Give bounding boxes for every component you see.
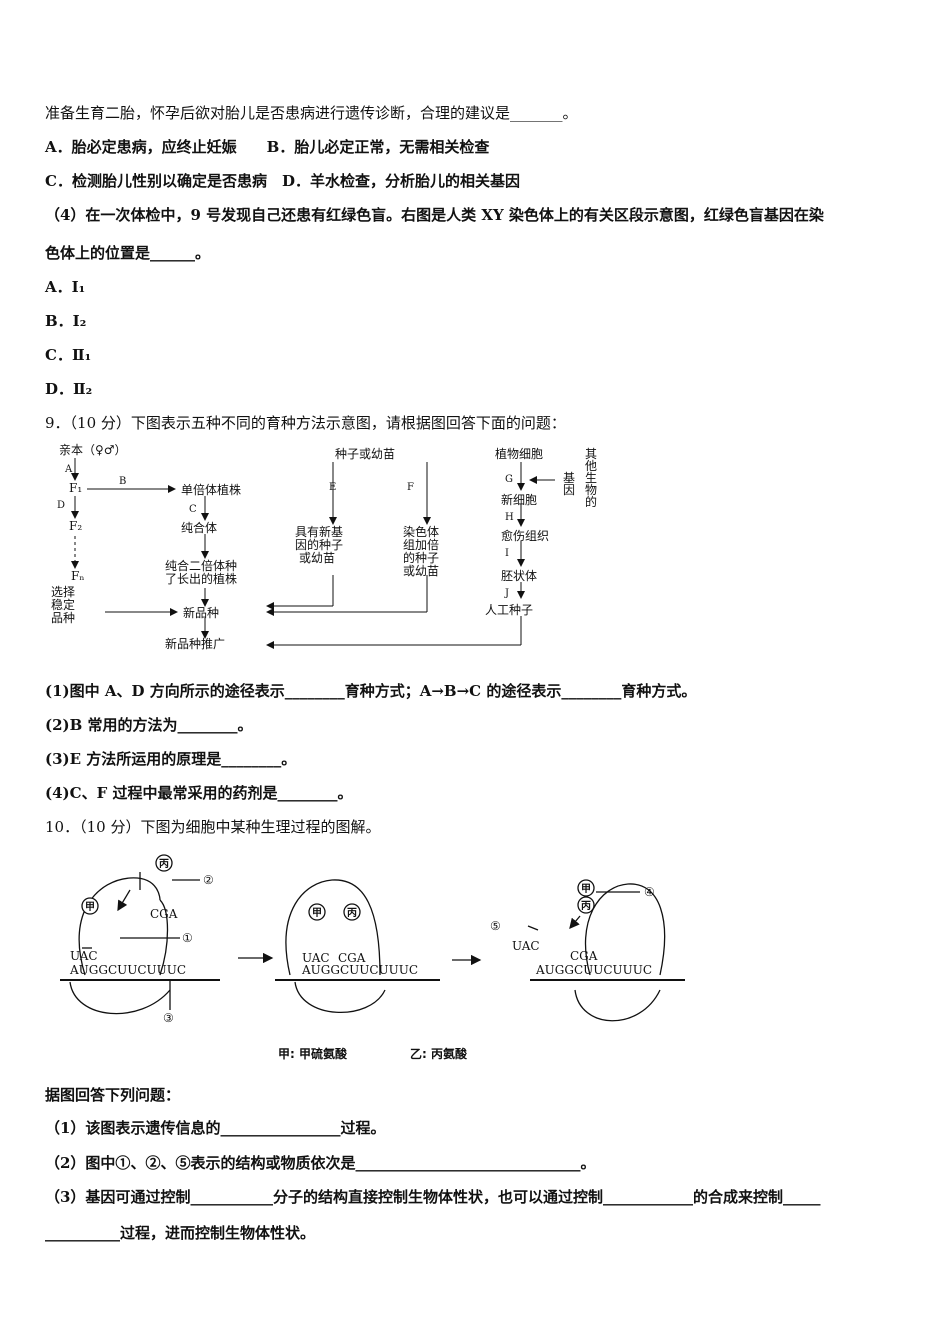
label-E: E <box>329 482 336 493</box>
jia-label-3: 甲 <box>581 883 591 895</box>
jia-circle-2 <box>308 903 326 921</box>
label-select-2: 稳定 <box>51 597 75 612</box>
anticodon-uac-2: UAC <box>302 951 330 965</box>
bing-label-1: 丙 <box>159 858 169 870</box>
anticodon-uac-3: UAC <box>512 939 540 953</box>
bing-circle-1 <box>155 854 173 872</box>
question-4-text-cont: 色体上的位置是______。 <box>45 244 211 262</box>
caption-jia: 甲: 甲硫氨酸 <box>278 1046 348 1061</box>
label-chromo-3: 的种子 <box>403 550 439 565</box>
label-new-variety: 新品种 <box>183 605 219 620</box>
label-newgene-1: 具有新基 <box>295 524 343 539</box>
question-text-line: 准备生育二胎，怀孕后欲对胎儿是否患病进行遗传诊断，合理的建议是_______。 <box>45 104 578 122</box>
label-H: H <box>505 512 514 523</box>
question-9-part-3: (3)E 方法所运用的原理是________。 <box>45 750 297 768</box>
option-c: C．Ⅱ₁ <box>45 346 92 364</box>
question-9-part-1: (1)图中 A、D 方向所示的途径表示________育种方式；A→B→C 的途… <box>45 682 697 700</box>
label-chromo-1: 染色体 <box>403 524 439 539</box>
label-homozygous: 纯合体 <box>181 520 217 535</box>
breeding-methods-diagram: 亲本（♀♂） A B F₁ D F₂ Fₙ 选择 稳定 品种 单倍体植株 C 纯… <box>51 443 597 651</box>
question-10-part-3-cont: __________过程，进而控制生物体性状。 <box>45 1224 316 1242</box>
label-seeds: 种子或幼苗 <box>335 447 395 461</box>
caption-yi: 乙: 丙氨酸 <box>410 1046 468 1061</box>
jia-label-2: 甲 <box>312 907 322 919</box>
anticodon-cga-3: CGA <box>570 949 598 963</box>
jia-circle-3 <box>577 879 595 897</box>
label-C: C <box>189 504 197 515</box>
label-diploid-1: 纯合二倍体种 <box>165 558 237 573</box>
anticodon-cga-2: CGA <box>338 951 366 965</box>
bing-label-3: 丙 <box>581 900 591 912</box>
label-F: F <box>407 482 414 493</box>
label-A: A <box>64 464 73 475</box>
question-10-intro: 据图回答下列问题： <box>45 1086 181 1104</box>
label-haploid: 单倍体植株 <box>181 482 241 497</box>
label-I: I <box>505 548 509 559</box>
label-new-cell: 新细胞 <box>501 492 537 507</box>
label-gene-2: 因 <box>563 483 575 497</box>
option-line-cd: C．检测胎儿性别以确定是否患病 D．羊水检查，分析胎儿的相关基因 <box>45 172 520 190</box>
label-gene-1: 基 <box>563 471 575 485</box>
label-plant-cell: 植物细胞 <box>495 446 543 461</box>
question-9-part-4: (4)C、F 过程中最常采用的药剂是________。 <box>45 784 353 802</box>
option-b: B．I₂ <box>45 312 87 330</box>
translation-diagram: 丙 甲 甲 丙 甲 丙 ② ① ③ ④ ⑤ CGA UAC AUGGCUUCUU… <box>60 854 685 1061</box>
bing-circle-2 <box>343 903 361 921</box>
label-other-5: 的 <box>585 494 597 509</box>
marker-2: ② <box>203 873 214 887</box>
mrna-sequence-2: AUGGCUUCUUUC <box>301 963 418 977</box>
option-line-ab: A．胎必定患病，应终止妊娠 B．胎儿必定正常，无需相关检查 <box>45 138 490 156</box>
marker-5: ⑤ <box>490 919 501 933</box>
question-10-title: 10．（10 分）下图为细胞中某种生理过程的图解。 <box>45 818 381 836</box>
question-9-part-2: (2)B 常用的方法为________。 <box>45 716 253 734</box>
label-other-3: 生 <box>585 471 597 485</box>
label-D: D <box>57 500 65 511</box>
label-newgene-2: 因的种子 <box>295 537 343 552</box>
label-callus: 愈伤组织 <box>501 528 549 543</box>
label-J: J <box>504 588 509 599</box>
label-other-1: 其 <box>585 447 597 461</box>
label-promote: 新品种推广 <box>165 636 225 651</box>
label-other-2: 他 <box>585 459 597 473</box>
label-parents: 亲本（♀♂） <box>59 443 127 457</box>
bing-label-2: 丙 <box>347 907 357 919</box>
label-F2: F₂ <box>69 519 82 533</box>
label-select-3: 品种 <box>51 611 75 625</box>
label-G: G <box>505 474 513 485</box>
jia-label-1: 甲 <box>85 901 95 913</box>
label-chromo-2: 组加倍 <box>403 537 439 552</box>
label-chromo-4: 或幼苗 <box>403 564 439 578</box>
anticodon-cga-1: CGA <box>150 907 178 921</box>
label-diploid-2: 了长出的植株 <box>165 571 237 586</box>
label-F1: F₁ <box>69 481 82 495</box>
option-d: D．Ⅱ₂ <box>45 380 93 398</box>
label-artificial-seed: 人工种子 <box>485 603 533 617</box>
label-B: B <box>119 476 126 487</box>
jia-circle-1 <box>81 897 99 915</box>
option-a: A．I₁ <box>45 278 86 296</box>
question-10-part-1: （1）该图表示遗传信息的________________过程。 <box>45 1119 386 1137</box>
label-other-4: 物 <box>585 483 597 497</box>
label-select-1: 选择 <box>51 585 75 599</box>
marker-1: ① <box>182 931 193 945</box>
question-9-title: 9．（10 分）下图表示五种不同的育种方法示意图，请根据图回答下面的问题： <box>45 414 566 432</box>
question-4-text: （4）在一次体检中，9 号发现自己还患有红绿色盲。右图是人类 XY 染色体上的有… <box>45 206 824 224</box>
anticodon-uac-1: UAC <box>70 949 98 963</box>
label-newgene-3: 或幼苗 <box>299 551 335 565</box>
question-10-part-3: （3）基因可通过控制___________分子的结构直接控制生物体性状，也可以通… <box>45 1188 821 1206</box>
label-embryoid: 胚状体 <box>501 569 537 583</box>
bing-circle-3 <box>577 896 595 914</box>
question-10-part-2: （2）图中①、②、⑤表示的结构或物质依次是___________________… <box>45 1154 596 1172</box>
mrna-sequence-1: AUGGCUUCUUUC <box>69 963 186 977</box>
marker-4: ④ <box>644 885 655 899</box>
label-Fn: Fₙ <box>71 569 85 583</box>
mrna-sequence-3: AUGGCUUCUUUC <box>535 963 652 977</box>
marker-3: ③ <box>163 1011 174 1025</box>
